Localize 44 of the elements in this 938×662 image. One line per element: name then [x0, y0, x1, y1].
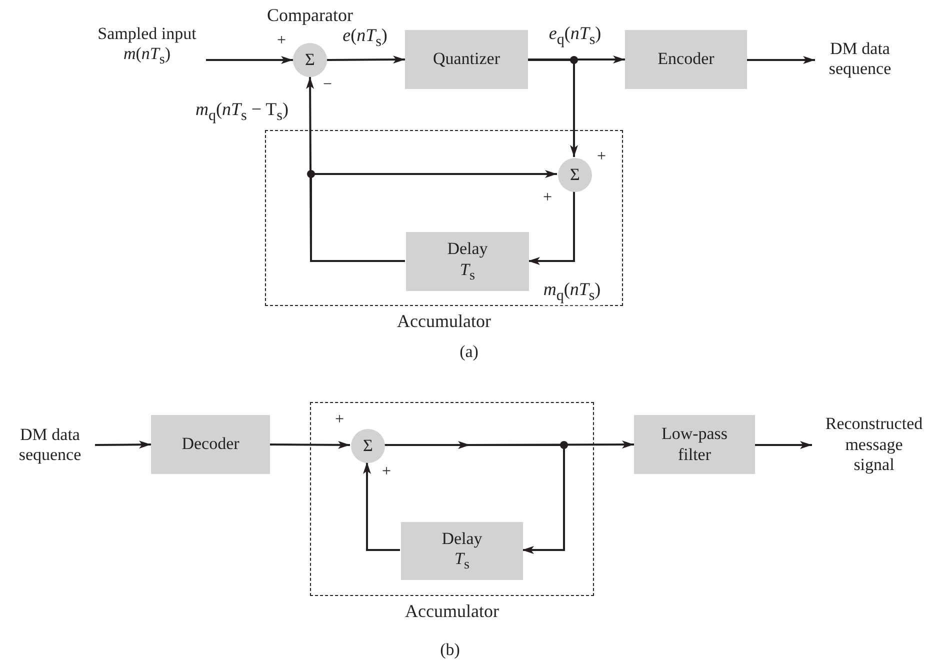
figure-caption: (b) — [440, 640, 460, 660]
sigma-symbol: Σ — [570, 164, 580, 186]
process-block — [634, 415, 755, 474]
signal-arrow — [270, 440, 350, 449]
signal-arrow — [310, 170, 557, 262]
summing-junction — [351, 429, 385, 463]
block-label: Delay T$_{s}$ — [447, 239, 488, 284]
sign-label: + — [277, 33, 286, 49]
block-label: Delay T$_{s}$ — [442, 528, 482, 574]
signal-arrow — [327, 56, 405, 64]
process-block — [405, 30, 528, 89]
group-title: Accumulator — [397, 311, 491, 333]
summing-junction — [558, 158, 592, 192]
sign-label: + — [335, 412, 344, 428]
process-block — [401, 522, 523, 580]
sigma-symbol: Σ — [363, 436, 373, 456]
signal-arrow — [384, 444, 565, 554]
sign-label: + — [543, 190, 552, 206]
signal-name: DM data sequence — [18, 424, 82, 466]
process-block — [151, 415, 270, 474]
block-label: Quantizer — [432, 49, 500, 70]
block-label: Decoder — [182, 434, 240, 455]
sigma-symbol: Σ — [305, 50, 315, 70]
signal-arrow — [206, 56, 293, 64]
signal-arrow — [363, 462, 400, 551]
signal-arrow — [528, 56, 625, 64]
signal-name: Sampled input m(nT$_{s}$) — [96, 24, 198, 68]
signal-arrow — [755, 441, 812, 449]
process-block — [406, 232, 529, 291]
signal-name: DM data sequence — [828, 38, 892, 80]
signal-arrow — [528, 59, 578, 157]
sign-label: + — [382, 464, 392, 480]
signal-arrow — [94, 440, 152, 449]
signal-name: Reconstructed message signal — [825, 414, 923, 476]
block-title: Comparator — [267, 5, 353, 27]
signal-arrow — [747, 56, 815, 64]
group-title: Accumulator — [405, 601, 499, 623]
sign-label: + — [597, 149, 606, 165]
process-block — [625, 30, 747, 89]
sign-label: − — [323, 77, 332, 93]
figure-caption: (a) — [460, 342, 478, 362]
block-label: Low-pass filter — [660, 424, 729, 465]
signal-arrow — [528, 191, 575, 265]
block-label: Encoder — [658, 49, 714, 70]
